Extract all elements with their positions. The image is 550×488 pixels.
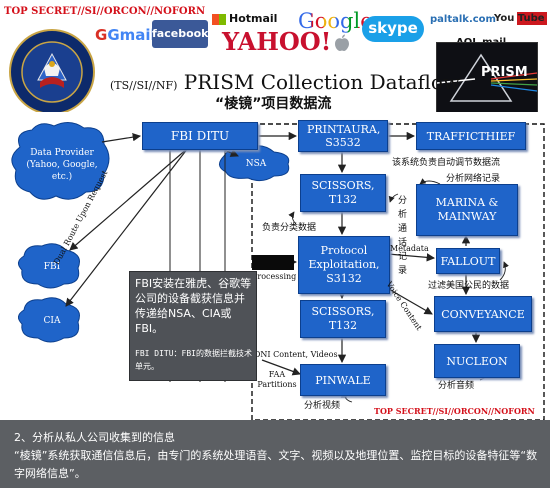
cn-filter-text: 过滤美国公民的数据 [428, 281, 510, 291]
paltalk-logo: paltalk.com [430, 14, 496, 25]
hotmail-logo-text: Hotmail [229, 12, 278, 25]
pinwale-box: PINWALE [300, 364, 386, 396]
dataflow-diagram: Data Provider (Yahoo, Google, etc.) FBI … [0, 112, 550, 420]
paltalk-logo-text: paltalk.com [430, 14, 496, 25]
callout-note-text: FBI DITU：FBI的数据拦截技术单元。 [135, 349, 252, 371]
protocol-exploitation-label: Protocol Exploitation, S3132 [308, 244, 380, 285]
cn-video-note: 分析视频 [304, 398, 340, 411]
cn-auto-flow-note: 该系统负责自动调节数据流 [392, 155, 500, 168]
printaura-box: PRINTAURA, S3532 [298, 120, 388, 152]
cn-classify-text: 负责分类数据 [262, 223, 317, 233]
trafficthief-label: TRAFFICTHIEF [426, 129, 516, 143]
fallout-box: FALLOUT [436, 248, 500, 274]
facebook-logo-text: facebook [152, 27, 209, 40]
prism-triangle-icon [436, 53, 538, 102]
cn-filter-note: 过滤美国公民的数据 [428, 278, 509, 291]
fbi-ditu-box: FBI DITU [142, 122, 258, 150]
cia-node: CIA [24, 306, 80, 336]
fbi-cloud [18, 243, 80, 289]
protocol-exploitation-box: Protocol Exploitation, S3132 [298, 236, 390, 294]
classification-bottom-text: TOP SECRET//SI//ORCON//NOFORN [374, 406, 535, 416]
skype-logo-text: skype [368, 19, 418, 37]
cn-call-note: 分析通话记录 [398, 194, 412, 278]
pinwale-label: PINWALE [315, 373, 371, 387]
nucleon-label: NUCLEON [446, 354, 508, 368]
metadata-text: Metadata [390, 244, 429, 253]
yahoo-logo-text: YAHOO! [222, 27, 332, 56]
callout-main-text: FBI安装在雅虎、谷歌等公司的设备截获信息并传递给NSA、CIA或FBI。 [135, 277, 252, 335]
google-logo-text: Google [298, 9, 373, 33]
fbi-ditu-label: FBI DITU [170, 128, 230, 143]
data-provider-label: Data Provider (Yahoo, Google, etc.) [26, 148, 98, 182]
cia-cloud [18, 297, 80, 343]
fbi-callout: FBI安装在雅虎、谷歌等公司的设备截获信息并传递给NSA、CIA或FBI。 FB… [129, 271, 257, 381]
yahoo-logo: YAHOO! [222, 27, 331, 56]
google-logo: Google [298, 9, 373, 33]
processing-label: Processing [252, 272, 296, 281]
fbi-node: FBI [24, 252, 80, 282]
metadata-label: Metadata [390, 244, 429, 253]
faa-partitions-label: FAA Partitions [254, 370, 300, 390]
scissors-box: SCISSORS, T132 [300, 174, 386, 212]
youtube-logo: You Tube [492, 12, 547, 25]
cn-network-note: 分析网络记录 [446, 171, 500, 184]
caption-body: “棱镜”系统获取通信信息后，由专门的系统处理语音、文字、视频以及地理位置、监控目… [14, 449, 538, 480]
cn-video-text: 分析视频 [304, 401, 341, 411]
conveyance-box: CONVEYANCE [434, 296, 532, 332]
nucleon-box: NUCLEON [434, 344, 520, 378]
fbi-label: FBI [43, 262, 61, 272]
prism-logo-text: PRISM [481, 65, 528, 80]
marina-mainway-label: MARINA & MAINWAY [435, 196, 499, 223]
fallout-label: FALLOUT [440, 254, 496, 268]
title-classification: (TS//SI//NF) [110, 79, 178, 92]
conveyance-label: CONVEYANCE [441, 307, 525, 321]
scissors-2-box: SCISSORS, T132 [300, 300, 386, 338]
nsa-node: NSA [226, 150, 286, 178]
gmail-logo: GGmail [95, 26, 156, 44]
skype-logo: skype [362, 16, 424, 42]
facebook-logo: facebook [152, 20, 209, 48]
dni-content-text: DNI Content, Videos [254, 350, 338, 359]
hotmail-logo: Hotmail [212, 12, 277, 25]
classification-marking-top: TOP SECRET//SI//ORCON//NOFORN [4, 6, 206, 17]
slide-header: TOP SECRET//SI//ORCON//NOFORN GGmail fac… [0, 0, 550, 116]
cn-classify-note: 负责分类数据 [262, 220, 316, 233]
page-title-chinese: “棱镜”项目数据流 [215, 96, 332, 112]
data-provider-node: Data Provider (Yahoo, Google, etc.) [22, 138, 102, 192]
cn-auto-flow-text: 该系统负责自动调节数据流 [392, 158, 501, 168]
processing-bar [252, 255, 294, 270]
caption-heading: 2、分析从私人公司收集到的信息 [14, 431, 175, 444]
cn-audio-text: 分析音频 [438, 381, 475, 391]
printaura-label: PRINTAURA, S3532 [307, 123, 381, 149]
cn-call-text: 分析通话记录 [398, 196, 408, 276]
scissors-2-label: SCISSORS, T132 [311, 305, 375, 332]
trafficthief-box: TRAFFICTHIEF [416, 122, 526, 150]
sso-seal-icon [9, 29, 95, 115]
youtube-logo-text: You Tube [492, 12, 547, 25]
scissors-label: SCISSORS, T132 [311, 179, 375, 206]
cn-network-text: 分析网络记录 [446, 174, 501, 184]
title-text: PRISM Collection Dataflow [183, 70, 461, 94]
cia-label: CIA [43, 316, 61, 326]
dni-content-label: DNI Content, Videos [254, 350, 338, 359]
data-provider-cloud [11, 122, 110, 200]
classification-marking-bottom: TOP SECRET//SI//ORCON//NOFORN [374, 406, 535, 416]
faa-partitions-text: FAA Partitions [257, 370, 297, 389]
prism-logo: PRISM [436, 42, 538, 116]
page-title: (TS//SI//NF) PRISM Collection Dataflow [110, 70, 460, 94]
marina-mainway-box: MARINA & MAINWAY [416, 184, 518, 236]
nsa-label: NSA [245, 159, 267, 169]
gmail-logo-text: Gmail [107, 26, 156, 44]
apple-logo-icon [335, 34, 349, 51]
caption-panel: 2、分析从私人公司收集到的信息 “棱镜”系统获取通信信息后，由专门的系统处理语音… [0, 420, 550, 488]
processing-text: Processing [252, 272, 297, 281]
cn-audio-note: 分析音频 [438, 378, 474, 391]
